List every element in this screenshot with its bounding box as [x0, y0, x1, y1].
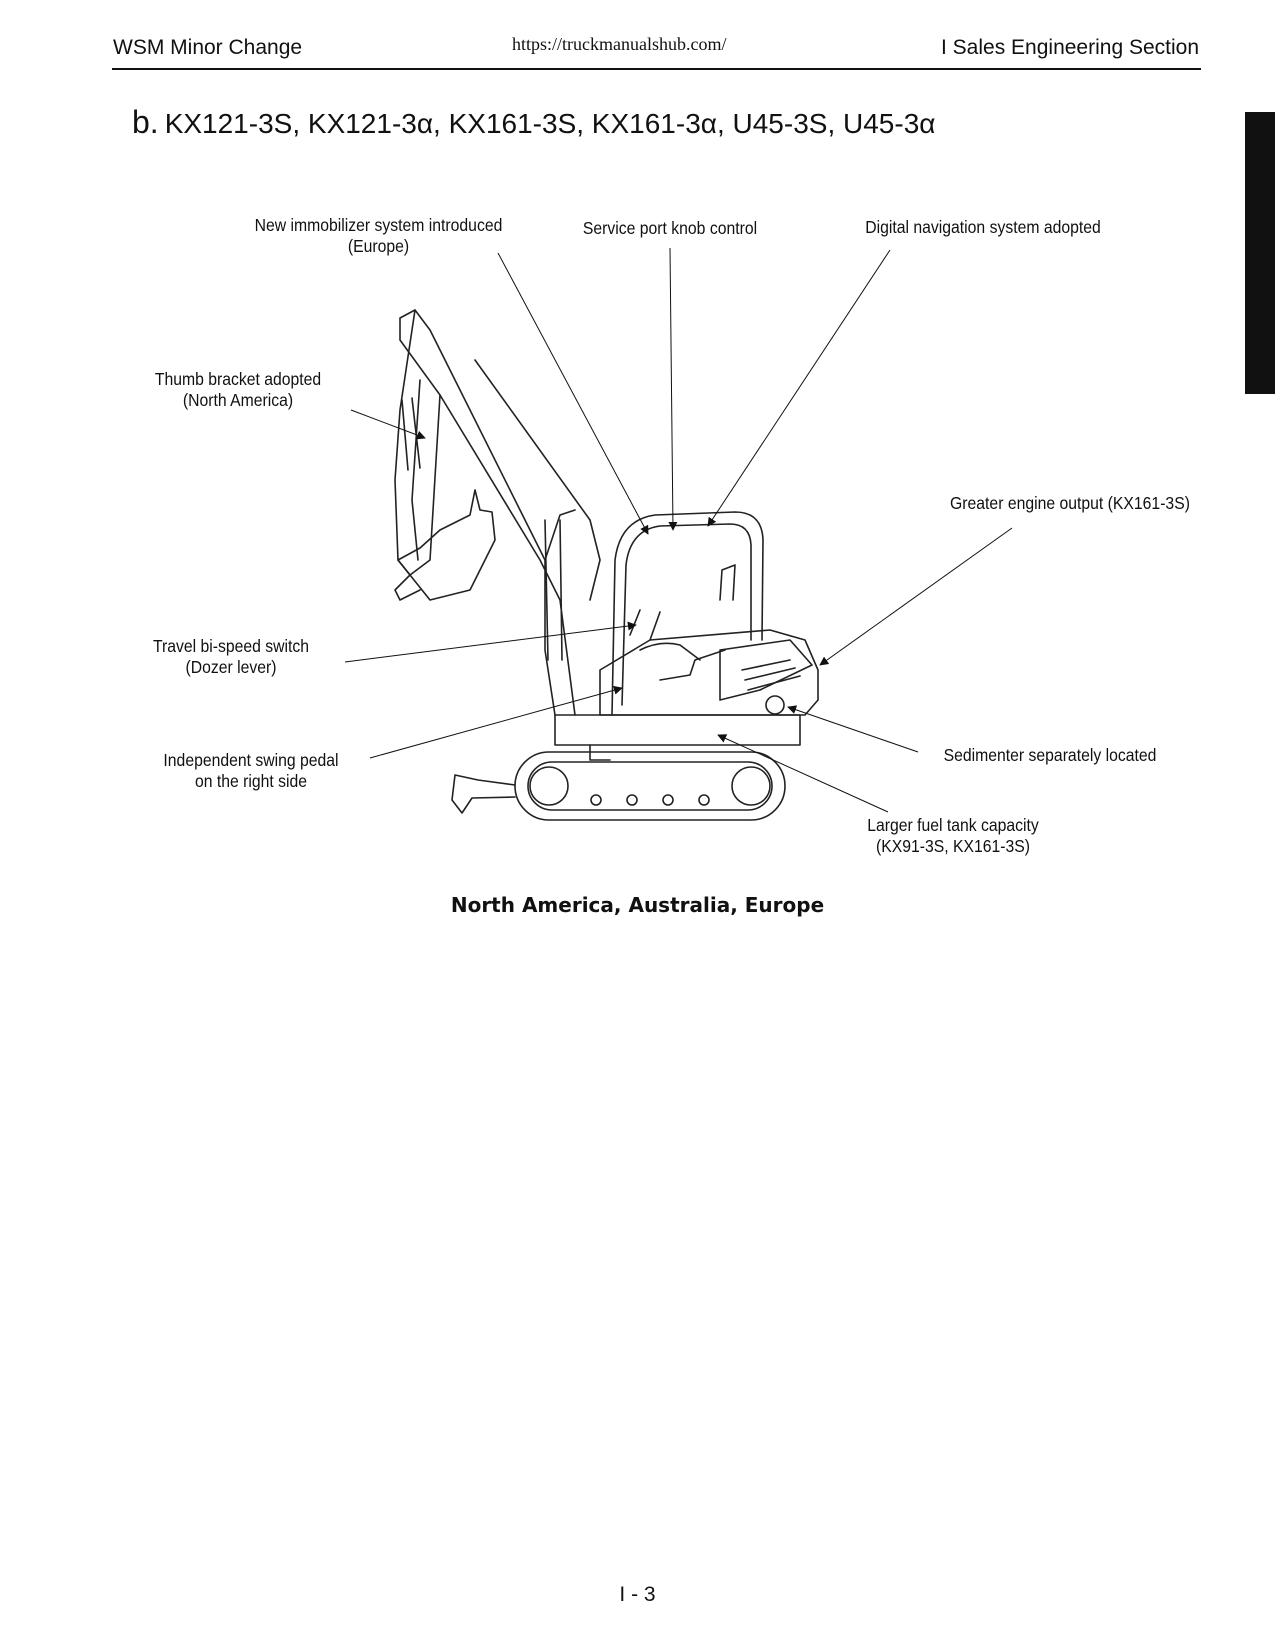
cab-canopy: [611, 511, 764, 716]
section-side-tab: [1245, 112, 1275, 394]
excavator-illustration: [394, 309, 819, 821]
callout-travel-switch: Travel bi-speed switch (Dozer lever): [146, 636, 317, 678]
callout-immobilizer-line1: New immobilizer system introduced: [254, 215, 503, 235]
callout-swing-pedal-line1: Independent swing pedal: [163, 750, 339, 770]
figure-caption: North America, Australia, Europe: [450, 893, 825, 917]
track-rollers: [590, 794, 710, 806]
track-outer: [514, 751, 786, 821]
leader-immobilizer: [497, 252, 649, 535]
callout-sedimenter-line1: Sedimenter separately located: [943, 745, 1157, 765]
header-rule: [112, 68, 1201, 70]
boom: [399, 309, 576, 716]
bucket: [397, 489, 496, 601]
seat-back: [719, 564, 736, 601]
callout-thumb-bracket-line1: Thumb bracket adopted: [154, 369, 322, 389]
engine-hood: [719, 639, 813, 701]
boom-cylinder: [544, 519, 563, 661]
callout-service-port: Service port knob control: [571, 218, 769, 239]
header-right-section: I Sales Engineering Section: [941, 36, 1199, 59]
dozer-blade: [451, 774, 516, 814]
section-marker: b.: [132, 104, 159, 140]
callout-service-port-line1: Service port knob control: [582, 218, 758, 238]
callout-sedimenter: Sedimenter separately located: [937, 745, 1164, 766]
section-title-text: KX121-3S, KX121-3α, KX161-3S, KX161-3α, …: [164, 108, 936, 139]
callout-swing-pedal: Independent swing pedal on the right sid…: [160, 750, 342, 792]
callout-immobilizer-line2: (Europe): [347, 236, 410, 256]
upper-body: [599, 629, 819, 716]
callout-immobilizer: New immobilizer system introduced (Europ…: [251, 215, 506, 257]
callout-fuel-tank-line2: (KX91-3S, KX161-3S): [875, 836, 1031, 856]
leader-thumb-bracket: [350, 409, 426, 440]
leader-engine-output: [819, 527, 1013, 666]
callout-fuel-tank-line1: Larger fuel tank capacity: [867, 815, 1039, 835]
header-left-title: WSM Minor Change: [113, 36, 303, 59]
section-title: b.KX121-3S, KX121-3α, KX161-3S, KX161-3α…: [132, 104, 935, 141]
idler-wheel: [529, 766, 569, 806]
callout-swing-pedal-line2: on the right side: [194, 771, 308, 791]
chassis: [554, 714, 801, 746]
callout-travel-switch-line1: Travel bi-speed switch: [152, 636, 310, 656]
sprocket-wheel: [731, 766, 771, 806]
callout-thumb-bracket-line2: (North America): [182, 390, 294, 410]
leader-fuel-tank: [717, 734, 889, 813]
callout-digital-nav-line1: Digital navigation system adopted: [865, 217, 1101, 237]
leader-sedimenter: [787, 705, 919, 753]
callout-engine-output-line1: Greater engine output (KX161-3S): [950, 493, 1190, 513]
page-number: I - 3: [619, 1583, 656, 1606]
leader-lines: [344, 247, 1013, 813]
callout-travel-switch-line2: (Dozer lever): [185, 657, 277, 677]
leader-travel-switch: [344, 621, 637, 663]
leader-service-port: [668, 247, 678, 531]
operator-seat: [659, 649, 726, 681]
track-inner: [527, 761, 773, 811]
header-url[interactable]: https://truckmanualshub.com/: [512, 34, 727, 54]
sedimenter-cap: [765, 695, 785, 715]
callout-fuel-tank: Larger fuel tank capacity (KX91-3S, KX16…: [859, 815, 1048, 857]
callout-thumb-bracket: Thumb bracket adopted (North America): [148, 369, 328, 411]
callout-digital-nav: Digital navigation system adopted: [859, 217, 1107, 238]
leader-swing-pedal: [369, 685, 623, 759]
callout-engine-output: Greater engine output (KX161-3S): [944, 493, 1196, 514]
leader-digital-nav: [707, 249, 891, 527]
